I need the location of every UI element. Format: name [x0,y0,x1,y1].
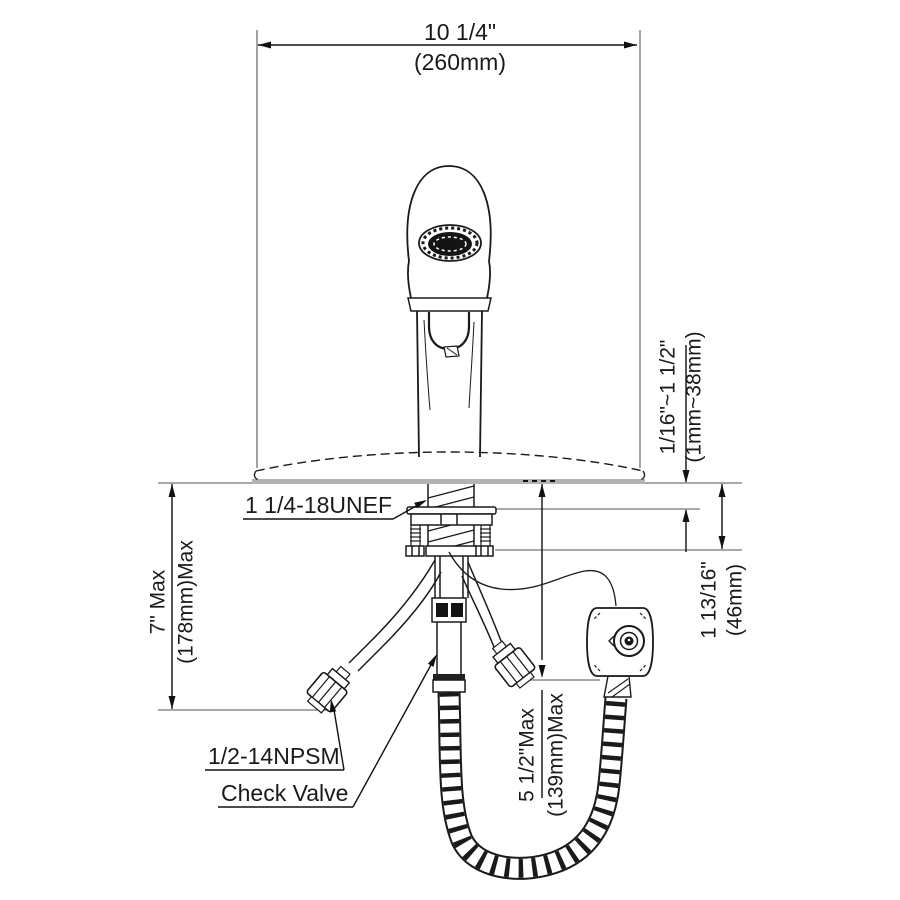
dim-box-offset-inches: 1 13/16" [698,561,721,639]
aerator-detail [433,236,467,252]
label-check-valve: Check Valve [221,780,348,806]
dim-depth-mm: (178mm)Max [175,540,198,664]
deck-plate-edge-right [641,470,646,481]
supply-hose-left-outer [348,559,436,664]
arrow-right-icon [624,41,637,49]
arrow-left-icon [258,41,271,49]
mounting-stud-left [410,525,421,546]
arrow-down-icon [718,536,726,549]
arrow-down-icon [538,665,546,678]
connector-port-right [451,603,463,617]
arrow-up-icon [168,484,176,497]
spray-hose-ribs [439,691,626,878]
supply-hose-left-inner [357,571,442,672]
arrow-down-icon [168,696,176,709]
control-box [586,607,654,698]
dim-drop-mm: (139mm)Max [545,693,568,817]
leader-arrow-icon [414,500,427,509]
leader-checkvalve [352,662,433,808]
control-knob-tab [608,635,615,647]
leader-arrow-icon [329,699,337,713]
spray-hose [437,691,628,880]
under-deck-assembly [348,484,617,693]
dim-deck-range-inches: 1/16"~1 1/2" [657,340,680,455]
column-right-edge [479,310,483,458]
control-knob-dot [627,638,631,642]
inner-spout-tube [427,312,471,351]
leader-npsm [333,709,345,771]
dim-width-mm: (260mm) [414,49,506,75]
deck-plate-baseline [252,479,645,484]
aerator-outlet [428,232,472,256]
sensor-detail [446,347,458,356]
deck-plate-top [255,451,644,472]
supply-hose-right-outer [467,561,502,642]
supply-hose-right-inner [461,575,495,648]
column-left-edge [416,310,420,458]
connector-port-left [436,603,448,617]
column-highlight-left [423,319,431,411]
stud-nut-right [474,545,494,557]
leader-lines [205,500,437,808]
label-supply-thread: 1/2-14NPSM [208,743,340,769]
supply-fitting-right [491,640,536,689]
check-valve-body [432,679,466,693]
mounting-stud-right [480,525,491,546]
dim-depth-inches: 7" Max [147,569,170,634]
faucet-head [406,165,492,299]
dim-drop-inches: 5 1/2"Max [516,708,539,802]
dim-deck-range-mm: (1mm~38mm) [683,331,706,462]
faucet-body [253,165,646,481]
check-valve-collar [433,674,465,680]
sensor-cable [448,551,617,607]
leader-arrow-icon [427,654,437,667]
arrow-up-icon [538,484,546,497]
control-box-corner-marks [592,612,648,672]
arrow-up-icon [718,484,726,497]
arrow-up-icon [682,509,690,522]
label-shank-thread: 1 1/4-18UNEF [245,492,392,518]
dim-box-offset-mm: (46mm) [724,564,747,636]
mounting-flange-top [406,506,497,515]
deck-plate-edge-left [253,470,258,481]
arrow-down-icon [682,470,690,483]
aerator-ring [421,226,479,260]
supply-fitting-left [306,665,351,714]
mounting-flange-body [410,513,493,526]
extension-lines-top [256,30,641,468]
stud-nut-left [405,545,425,557]
dimension-lines [168,41,726,798]
body-cuff [407,297,492,312]
column-highlight-right [468,321,475,409]
dim-width-inches: 10 1/4" [424,19,496,45]
